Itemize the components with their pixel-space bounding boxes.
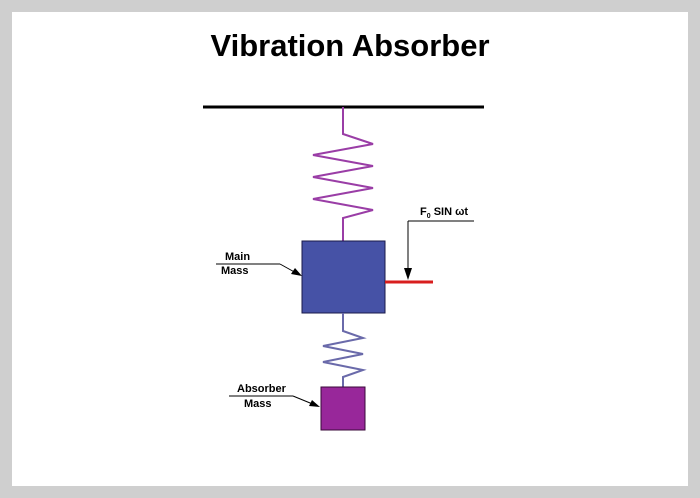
main-mass-pointer-arrowhead bbox=[291, 268, 302, 276]
force-label-expression: SIN ωt bbox=[431, 206, 469, 218]
main-mass-label-line2: Mass bbox=[221, 265, 249, 277]
force-label-symbol: F bbox=[420, 206, 427, 218]
main-mass-block bbox=[301, 240, 386, 314]
slide-title: Vibration Absorber bbox=[210, 28, 490, 63]
upper-spring bbox=[312, 107, 374, 241]
absorber-mass-pointer-arrowhead bbox=[309, 400, 320, 407]
absorber-mass-block bbox=[320, 386, 366, 431]
force-label-subscript: 0 bbox=[427, 213, 431, 220]
absorber-mass-label-line2: Mass bbox=[244, 398, 272, 410]
force-label: F0 SIN ωt bbox=[420, 206, 468, 220]
main-mass-label-line1: Main bbox=[225, 251, 250, 263]
absorber-mass-label-line1: Absorber bbox=[237, 383, 287, 395]
lower-spring bbox=[322, 313, 367, 387]
force-arrowhead bbox=[404, 268, 412, 280]
